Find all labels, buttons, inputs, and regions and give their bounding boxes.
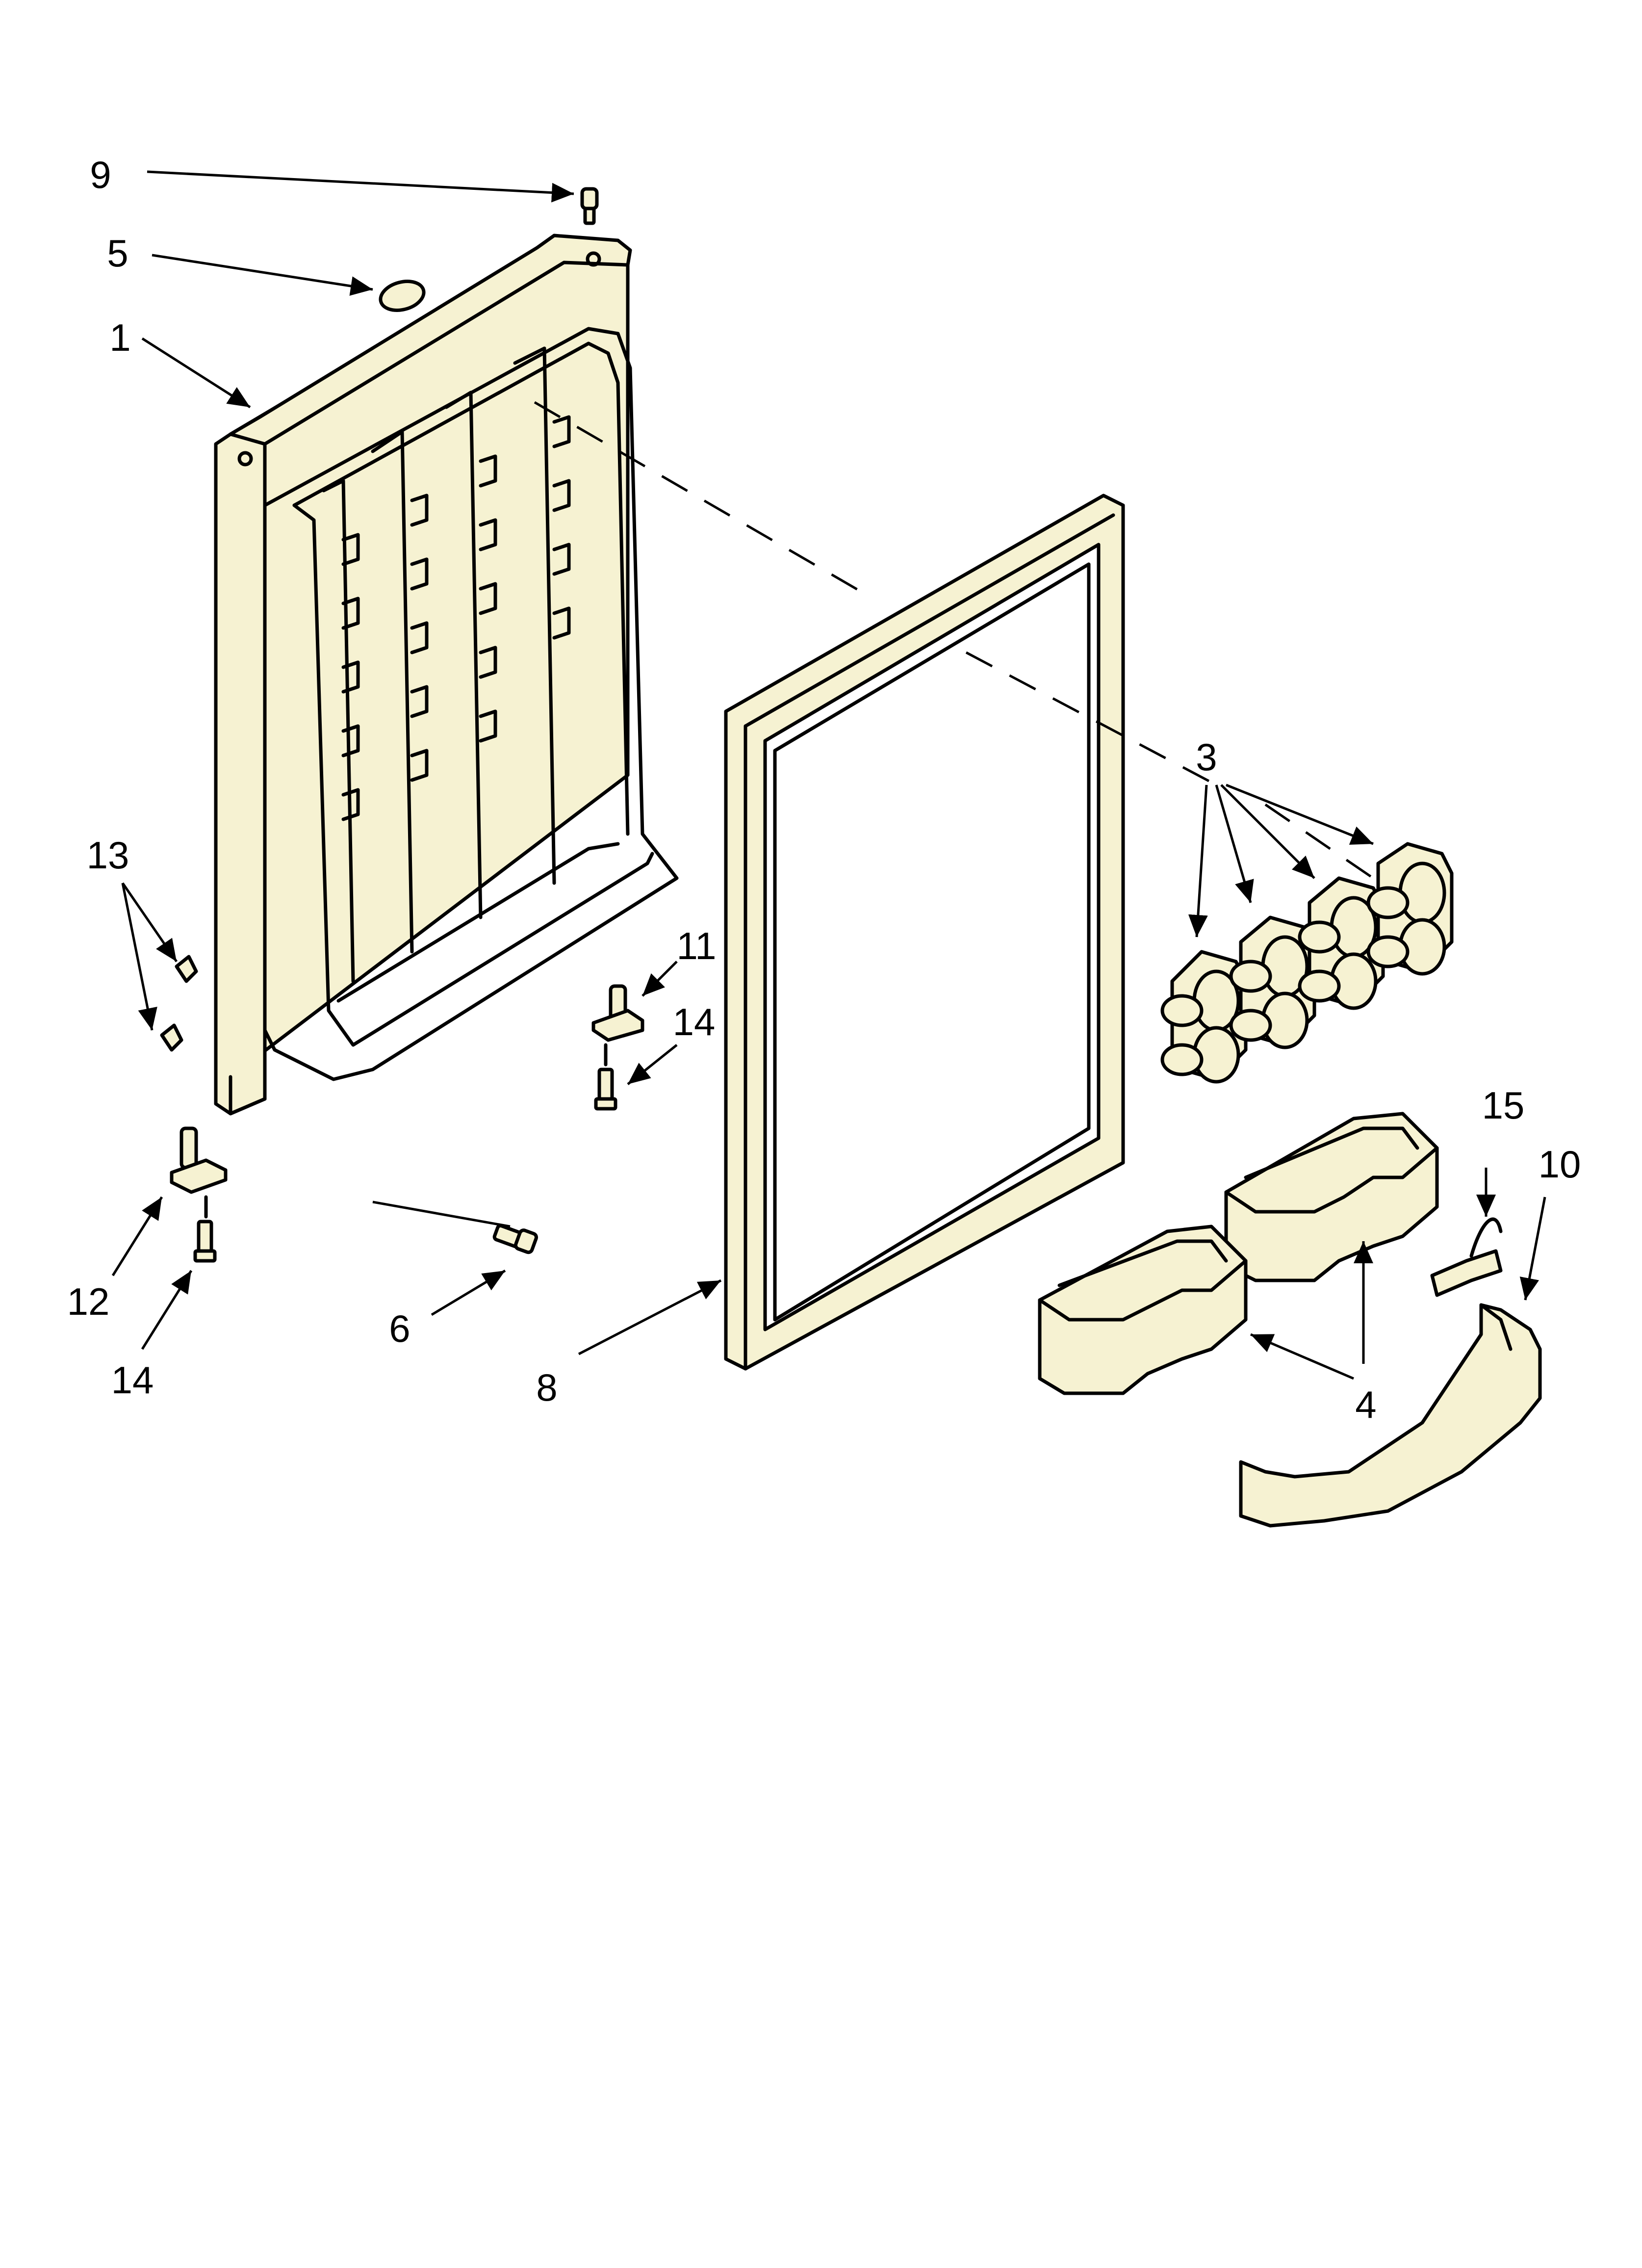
callout-9: 9 (90, 153, 111, 196)
alignment-line-3 (1264, 803, 1374, 880)
callout-8: 8 (536, 1366, 557, 1409)
callout-1: 1 (109, 316, 130, 359)
callout-10: 10 (1539, 1143, 1581, 1186)
door-stop-screws (160, 955, 198, 1052)
door-bin-upper (1224, 1112, 1439, 1282)
callout-11: 11 (677, 924, 717, 967)
leader-lines (111, 170, 1546, 1380)
egg-tray-4 (1366, 842, 1454, 976)
door-liner (214, 234, 679, 1116)
callout-5: 5 (107, 232, 128, 275)
egg-trays (1160, 842, 1454, 1084)
callout-4: 4 (1355, 1383, 1376, 1426)
egg-tray-3 (1298, 876, 1385, 1010)
door-shelf (1239, 1303, 1542, 1528)
callout-6: 6 (389, 1307, 410, 1350)
callout-15: 15 (1482, 1084, 1525, 1127)
callout-3: 3 (1196, 735, 1217, 779)
door-bin-lower (1038, 1225, 1248, 1395)
handle-screw (492, 1224, 539, 1254)
plug-button (379, 280, 426, 312)
callout-13: 13 (87, 834, 129, 877)
shelf-clip (1430, 1217, 1503, 1297)
egg-tray-2 (1229, 915, 1316, 1049)
callout-14-upper: 14 (673, 1000, 716, 1043)
alignment-line-1 (534, 401, 874, 600)
egg-tray-1 (1160, 950, 1248, 1084)
top-screw (580, 187, 599, 225)
door-gasket (724, 494, 1125, 1371)
callout-14-lower: 14 (111, 1358, 154, 1402)
hinge-pin-upper (591, 984, 644, 1111)
hinge-pin-lower (170, 1126, 228, 1263)
door-bins (1038, 1112, 1439, 1395)
callout-labels: 9 5 1 3 13 11 14 15 10 12 14 6 8 4 (67, 153, 1581, 1426)
callout-12: 12 (67, 1280, 110, 1323)
